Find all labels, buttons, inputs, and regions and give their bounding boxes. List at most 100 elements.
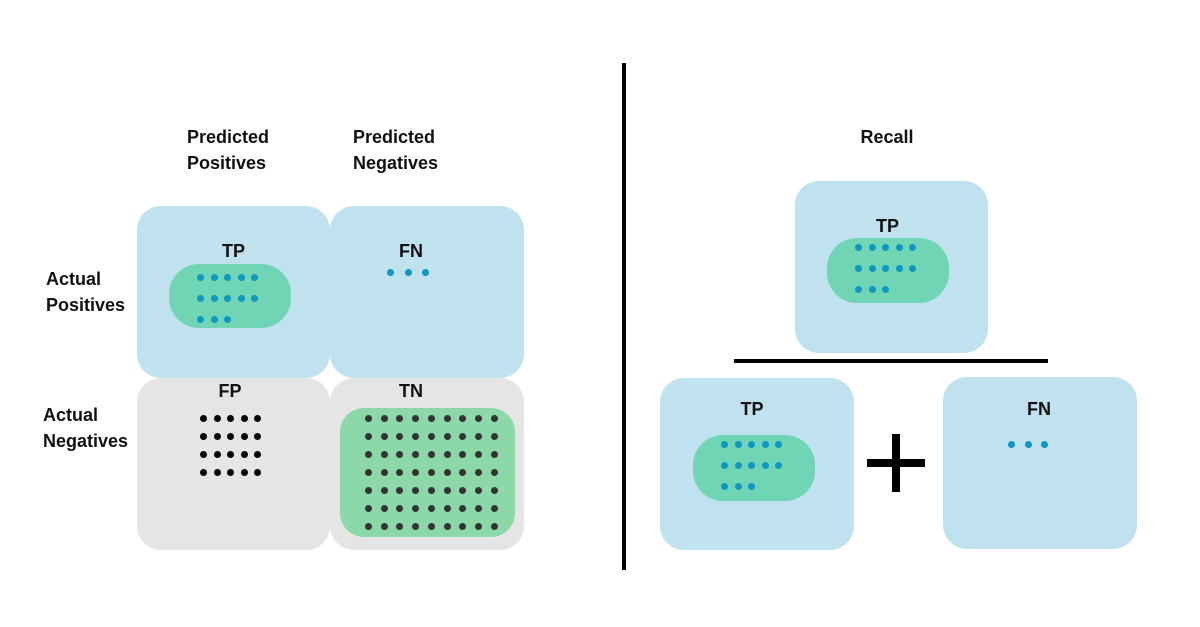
tn-dot (396, 451, 404, 458)
tp-dot (909, 244, 916, 251)
tp-dot (748, 483, 755, 490)
tn-dot (412, 451, 420, 458)
tp-dot (855, 286, 862, 293)
tn-dot (459, 505, 467, 512)
tn-dot (365, 487, 372, 494)
fp-dot (213, 451, 221, 458)
tp-dot (855, 244, 862, 251)
tn-dot (474, 469, 482, 476)
tp-dot (895, 244, 903, 251)
tp-dot (734, 441, 742, 448)
recall-denominator-tp: TP (660, 378, 854, 550)
fp-dot (227, 451, 234, 458)
tn-dot (396, 523, 404, 530)
tn-dot (412, 433, 420, 440)
tn-dot (490, 433, 498, 440)
recall-numerator-tp: TP (795, 181, 988, 353)
tn-dot (443, 505, 451, 512)
tn-dot (396, 505, 404, 512)
fp-dot (254, 433, 261, 440)
tp-dot (721, 483, 728, 490)
tn-dot (427, 523, 435, 530)
fn-dot (1041, 441, 1048, 448)
tn-dot (412, 469, 420, 476)
plus-sign (867, 432, 929, 494)
tp-dot (224, 316, 231, 323)
fp-dot (213, 469, 221, 476)
fp-dot (200, 433, 207, 440)
tn-pill (340, 408, 515, 537)
tp-dot (909, 265, 916, 272)
tp-pill (169, 264, 291, 328)
tn-dot (443, 415, 451, 422)
tp-dot (721, 441, 728, 448)
tn-dot (459, 469, 467, 476)
tn-dot (412, 523, 420, 530)
cell-label-fn: FN (399, 241, 423, 261)
column-header-predicted-negatives: Predicted Negatives (353, 127, 439, 173)
tn-dot (443, 469, 451, 476)
tn-dot (365, 433, 372, 440)
tn-dot (427, 487, 435, 494)
tn-dot (412, 487, 420, 494)
tn-dot (365, 451, 372, 458)
tp-dot (210, 295, 218, 302)
denominator-tp-pill (693, 435, 815, 501)
tp-dot (251, 274, 258, 281)
tn-dot (490, 487, 498, 494)
tn-dot (474, 451, 482, 458)
fp-dot (200, 451, 207, 458)
fraction-bar (734, 359, 1048, 363)
tp-dot (224, 295, 231, 302)
tn-dot (427, 433, 435, 440)
denominator-label-fn: FN (1027, 399, 1051, 419)
tn-dot (380, 505, 388, 512)
numerator-label-tp: TP (875, 216, 899, 236)
tp-dot (237, 295, 245, 302)
tn-dot (365, 415, 372, 422)
tn-dot (380, 433, 388, 440)
fp-dot (227, 415, 234, 422)
tn-dot (443, 523, 451, 530)
tn-dot (380, 451, 388, 458)
tn-dot (459, 451, 467, 458)
fp-dot (254, 451, 261, 458)
tn-dot (396, 415, 404, 422)
fn-dot (404, 269, 412, 276)
tn-dot (380, 415, 388, 422)
column-header-predicted-positives: Predicted Positives (187, 127, 270, 173)
tn-dot (365, 523, 372, 530)
tp-dot (868, 265, 876, 272)
tp-dot (882, 244, 889, 251)
tp-dot (761, 462, 769, 469)
tp-dot (237, 274, 245, 281)
tn-dot (427, 469, 435, 476)
tn-dot (490, 505, 498, 512)
tp-dot (251, 295, 258, 302)
tn-dot (412, 415, 420, 422)
tp-dot (197, 316, 204, 323)
fp-dot (200, 469, 207, 476)
tn-dot (474, 523, 482, 530)
row-header-actual-positives: Actual Positives (46, 269, 126, 315)
tp-dot (761, 441, 769, 448)
tp-dot (734, 462, 742, 469)
tp-dot (882, 286, 889, 293)
tn-dot (474, 433, 482, 440)
tp-dot (721, 462, 728, 469)
fp-dot (213, 415, 221, 422)
tn-dot (427, 451, 435, 458)
tn-dot (443, 433, 451, 440)
numerator-tp-pill (827, 238, 949, 303)
tn-dot (490, 451, 498, 458)
fp-dot (213, 433, 221, 440)
cell-label-tp: TP (221, 241, 245, 261)
tp-dot (197, 295, 204, 302)
tn-dot (474, 415, 482, 422)
tn-dot (380, 523, 388, 530)
tn-dot (490, 523, 498, 530)
tn-dot (443, 451, 451, 458)
tp-dot (882, 265, 889, 272)
tp-dot (210, 316, 218, 323)
fp-dot (254, 469, 261, 476)
